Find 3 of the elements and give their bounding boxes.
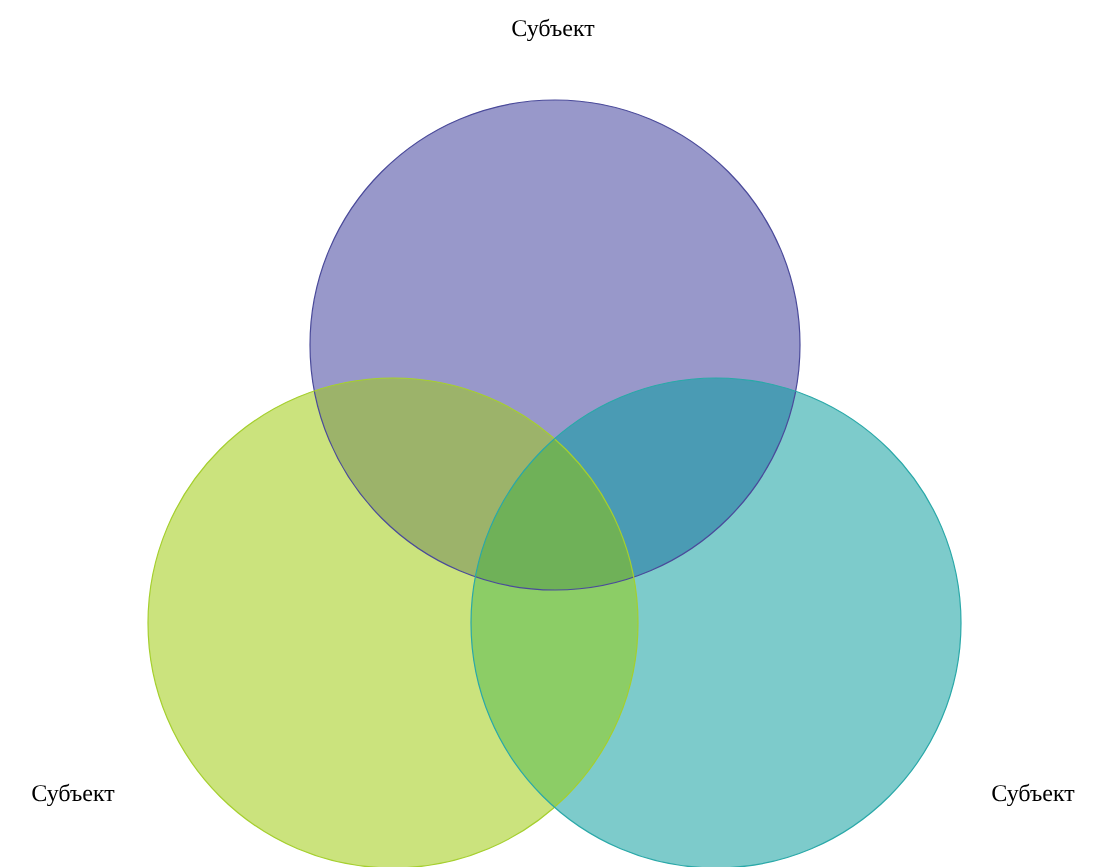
circle-label: Субъект (512, 18, 595, 42)
circle-label: Субъект (992, 783, 1075, 807)
circle-label: Субъект (32, 783, 115, 807)
